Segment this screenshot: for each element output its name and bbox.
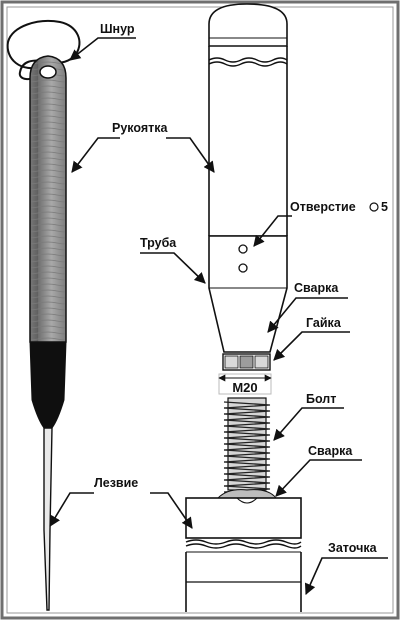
bolt-thread-ridge	[223, 461, 271, 469]
bolt-thread-ridge	[223, 407, 271, 415]
arrow-tube	[140, 252, 206, 284]
cord-hole	[39, 65, 57, 79]
arrow-blade-right	[150, 492, 193, 529]
arrow-hole	[253, 215, 292, 247]
label-tube: Труба	[140, 236, 177, 250]
bolt-thread-ridge	[223, 455, 271, 463]
break-line-bottom	[185, 539, 302, 545]
spike	[43, 427, 53, 611]
handle-cap	[208, 3, 288, 47]
bolt-thread-ridge	[223, 401, 271, 409]
label-nut: Гайка	[306, 316, 342, 330]
bolt	[223, 397, 271, 493]
inner-border	[6, 6, 394, 614]
bolt-thread-ridge	[223, 449, 271, 457]
assembled-pick	[6, 20, 81, 611]
weld-bottom	[216, 489, 278, 499]
exploded-parts: M20	[185, 3, 302, 612]
arrow-weld-top	[267, 297, 348, 333]
label-bolt: Болт	[306, 392, 336, 406]
diameter-circle-icon	[369, 202, 379, 212]
bolt-thread-ridge	[223, 425, 271, 433]
nut	[222, 353, 271, 371]
label-sharpening: Заточка	[328, 541, 378, 555]
arrow-weld-bottom	[275, 459, 362, 497]
arrow-blade-left	[49, 492, 94, 527]
bolt-thread-ridge	[223, 431, 271, 439]
arrow-handle-left	[71, 137, 120, 173]
tube-hole-2	[238, 263, 248, 273]
bolt-thread-ridge	[223, 443, 271, 451]
label-weld-top: Сварка	[294, 281, 339, 295]
handle-wood	[29, 55, 67, 343]
bolt-thread-ridge	[223, 467, 271, 475]
bolt-thread-ridge	[223, 413, 271, 421]
label-hole-size: 5	[381, 200, 388, 214]
arrow-cord	[69, 37, 136, 61]
bolt-thread-ridge	[223, 419, 271, 427]
bolt-thread-ridge	[223, 437, 271, 445]
label-handle: Рукоятка	[112, 121, 169, 135]
tube	[208, 235, 288, 353]
label-hole: Отверстие	[290, 200, 356, 214]
thread-label: M20	[232, 380, 257, 395]
arrow-handle-right	[166, 137, 215, 173]
tube-hole-1	[238, 244, 248, 254]
label-weld-bottom: Сварка	[308, 444, 353, 458]
label-blade: Лезвие	[94, 476, 138, 490]
thread-dimension	[218, 373, 272, 395]
label-cord: Шнур	[100, 22, 135, 36]
arrow-bolt	[273, 407, 344, 441]
bolt-thread-ridge	[223, 473, 271, 481]
arrow-nut	[273, 331, 350, 361]
bolt-thread-ridge	[223, 479, 271, 487]
arrow-sharpening	[304, 557, 388, 596]
handle-body	[208, 46, 288, 236]
blade-top	[185, 497, 302, 539]
break-line-top	[208, 57, 288, 63]
